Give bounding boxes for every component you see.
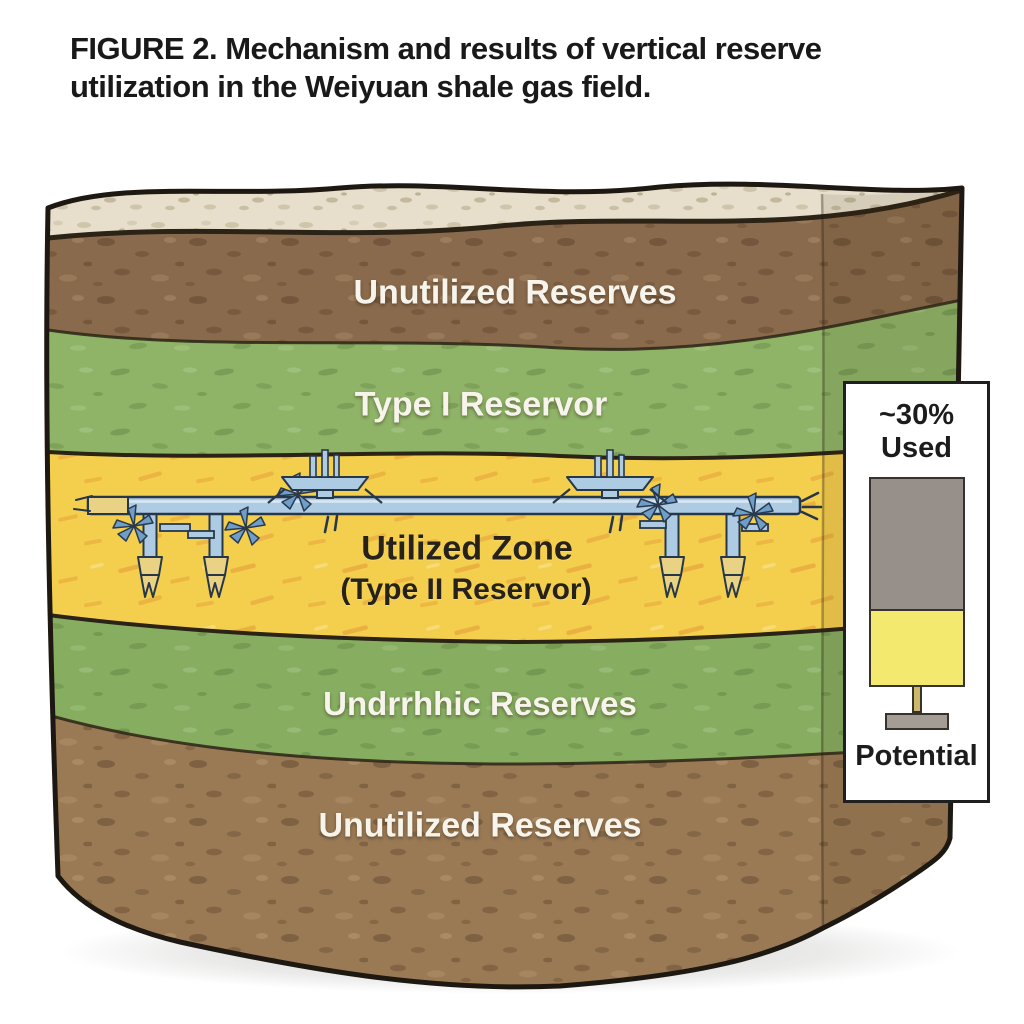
utilization-bar-potential-segment [870,611,963,686]
block-fold-crease [820,193,825,929]
layer-lower-unutilized [48,715,962,987]
figure-title: FIGURE 2. Mechanism and results of verti… [70,31,822,104]
legend-used-label: Used [881,431,952,464]
bar-stand-stem [911,687,922,714]
layer-stack [46,184,962,987]
pipe-end-fracture-marks [800,491,823,521]
well-pipe [86,495,802,516]
utilization-legend: ~30% Used Potential [843,381,990,803]
well-pipe-end-cap [87,496,129,515]
label-type-2-reservoir: (Type II Reservor) [340,573,592,606]
bar-stand-base [884,713,949,731]
label-upper-unutilized-reserves: Unutilized Reserves [353,273,677,312]
label-lower-unutilized-reserves: Unutilized Reserves [318,806,642,845]
utilization-bar [868,477,965,688]
label-type-1-reservoir: Type I Reservor [354,385,608,424]
block-outline [44,181,965,990]
utilization-bar-used-segment [870,479,963,611]
legend-potential-label: Potential [855,740,978,773]
label-utilized-zone: Utilized Zone [361,529,573,568]
horizontal-well-with-laterals-icon [73,448,823,598]
legend-used-percent: ~30% [879,399,954,431]
label-lower-reserves: Undrrhhic Reserves [323,685,637,722]
